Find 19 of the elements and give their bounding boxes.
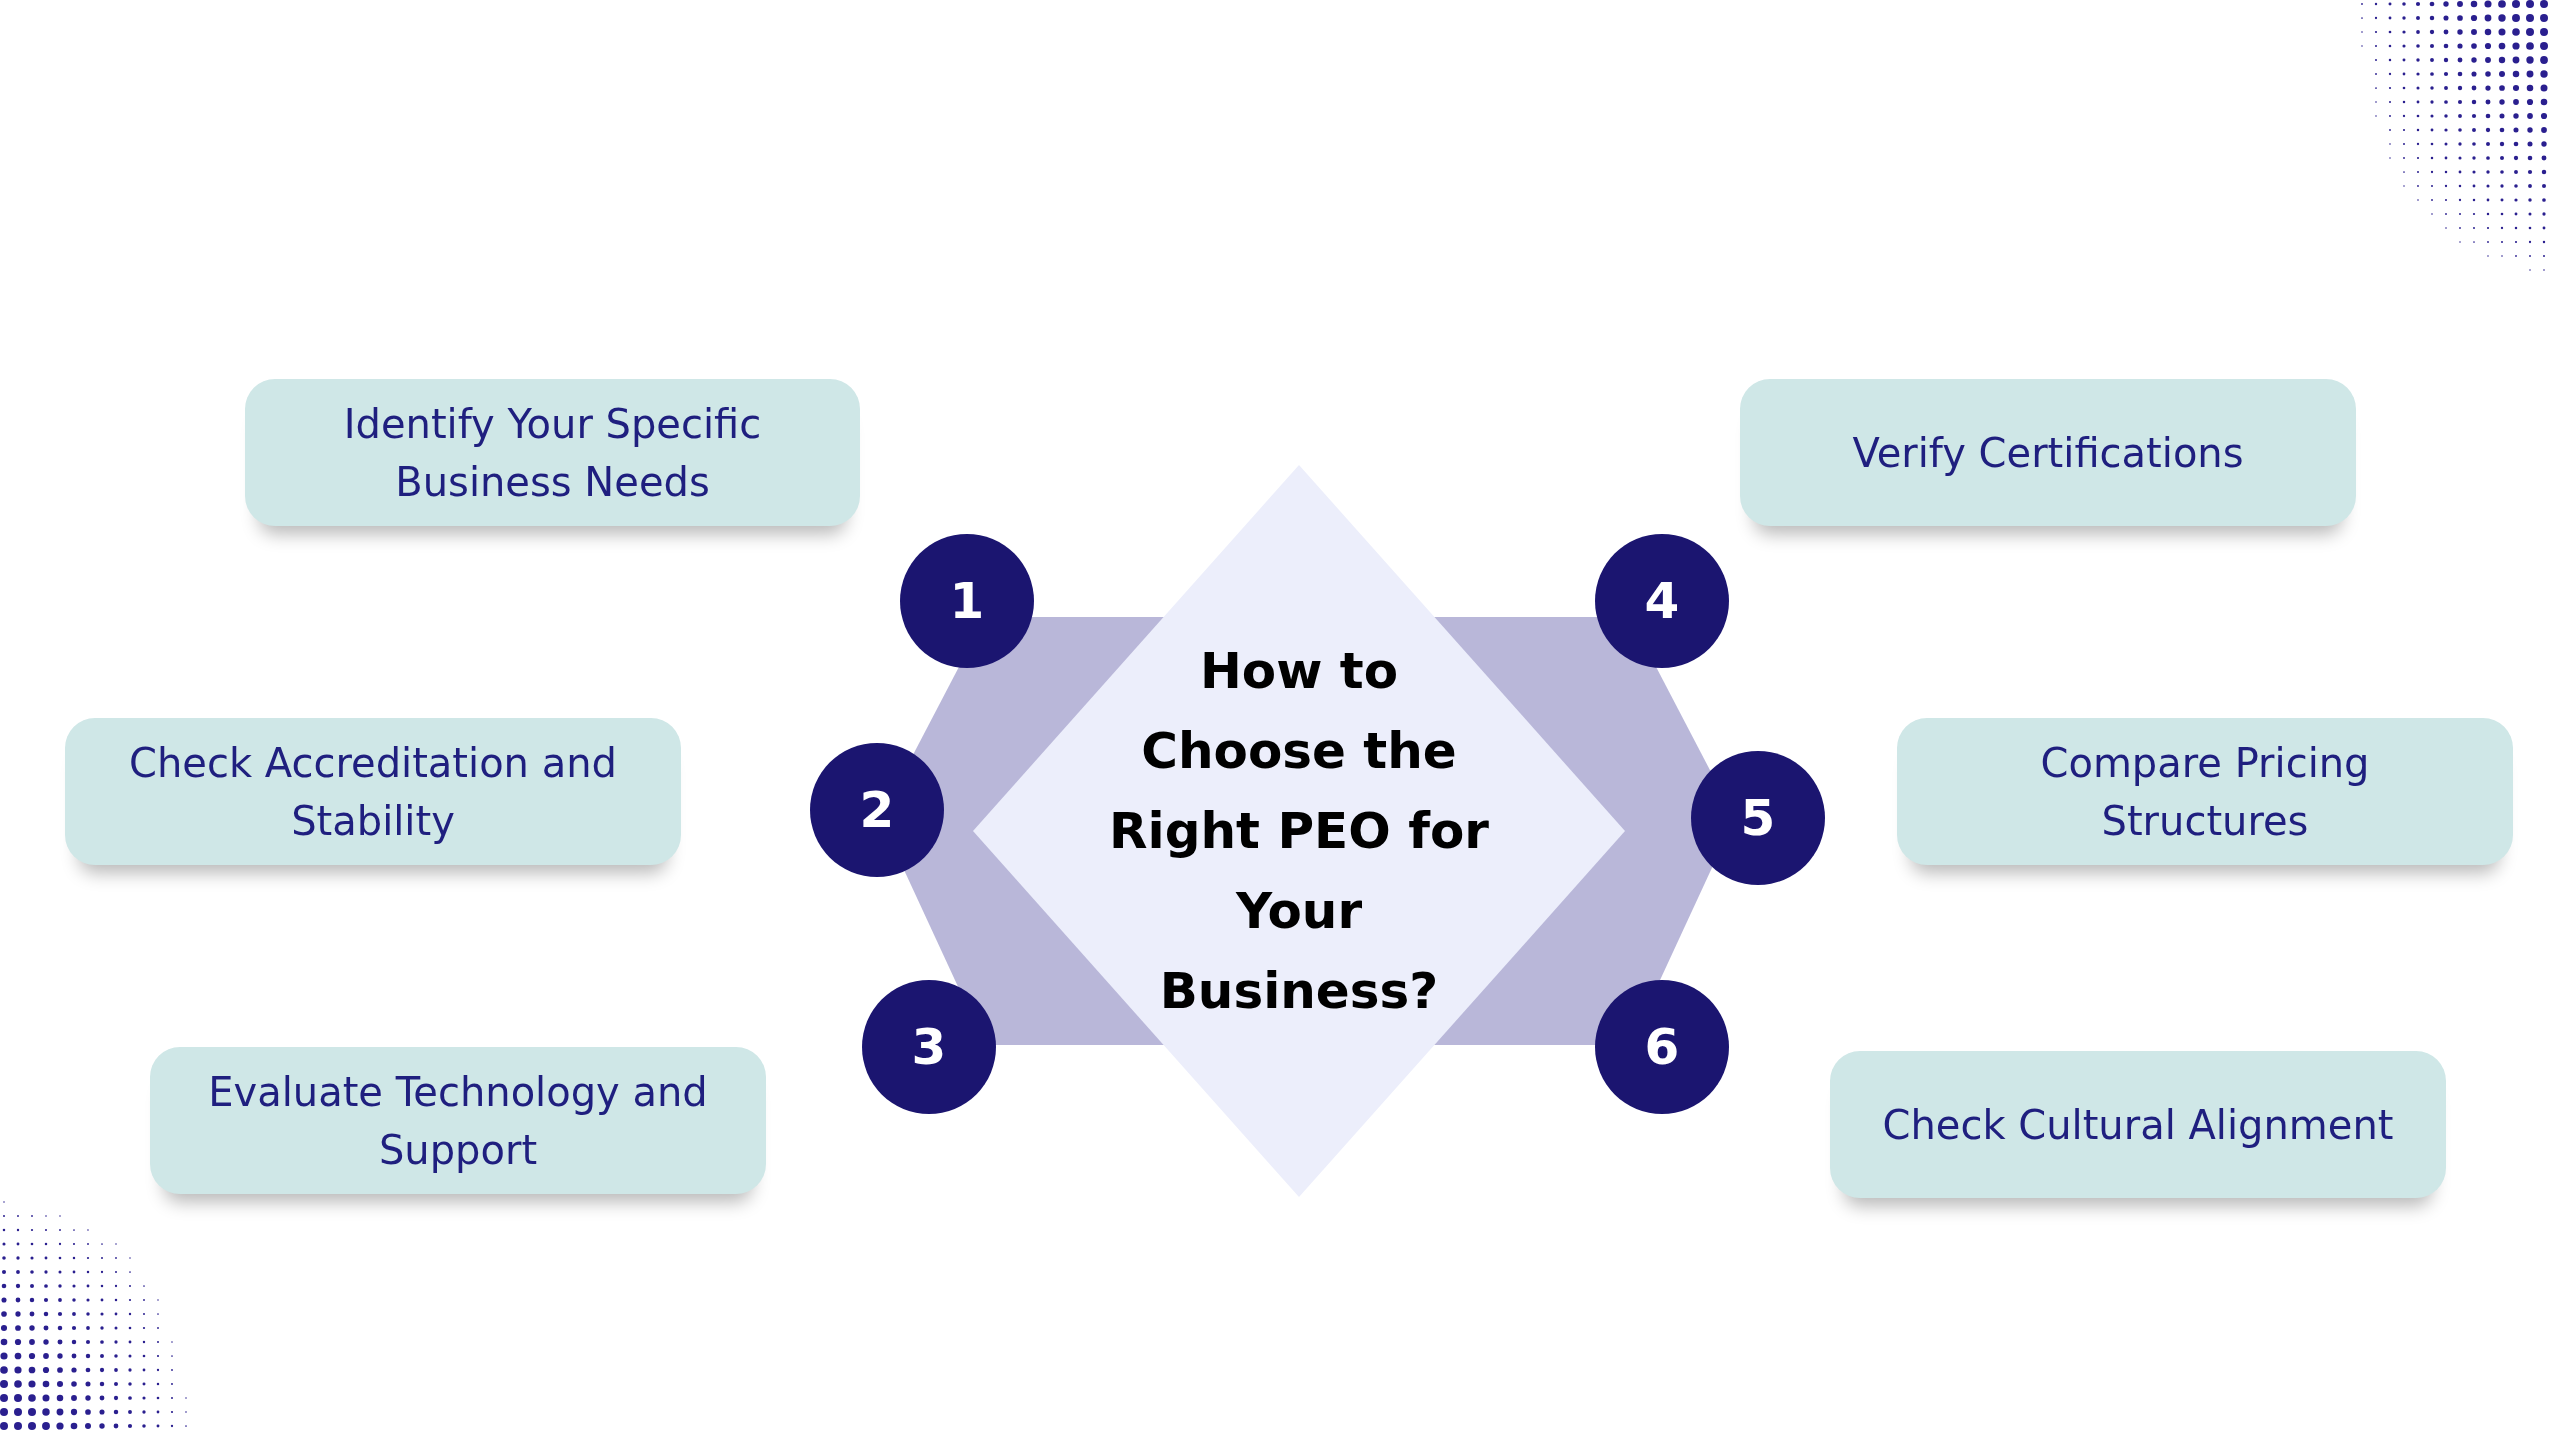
step-number: 3 bbox=[911, 1018, 947, 1076]
step-number: 6 bbox=[1644, 1018, 1680, 1076]
step-text: Compare Pricing Structures bbox=[2039, 738, 2371, 846]
step-card bbox=[1830, 1051, 2446, 1198]
step-card bbox=[245, 379, 860, 526]
step-card bbox=[150, 1047, 766, 1194]
step-card bbox=[65, 718, 681, 865]
step-number: 5 bbox=[1740, 789, 1776, 847]
step-number: 2 bbox=[859, 781, 895, 839]
step-card bbox=[1740, 379, 2356, 526]
step-text: Identify Your Specific Business Needs bbox=[342, 399, 763, 507]
step-text: Check Accreditation and Stability bbox=[128, 738, 618, 846]
step-text: Evaluate Technology and Support bbox=[207, 1067, 709, 1175]
step-text: Verify Certifications bbox=[1852, 428, 2244, 478]
step-number: 4 bbox=[1644, 572, 1680, 630]
title-text: How to Choose the Right PEO for Your Business? bbox=[1108, 641, 1490, 1022]
step-text: Check Cultural Alignment bbox=[1882, 1100, 2394, 1150]
step-number: 1 bbox=[949, 572, 985, 630]
step-card bbox=[1897, 718, 2513, 865]
